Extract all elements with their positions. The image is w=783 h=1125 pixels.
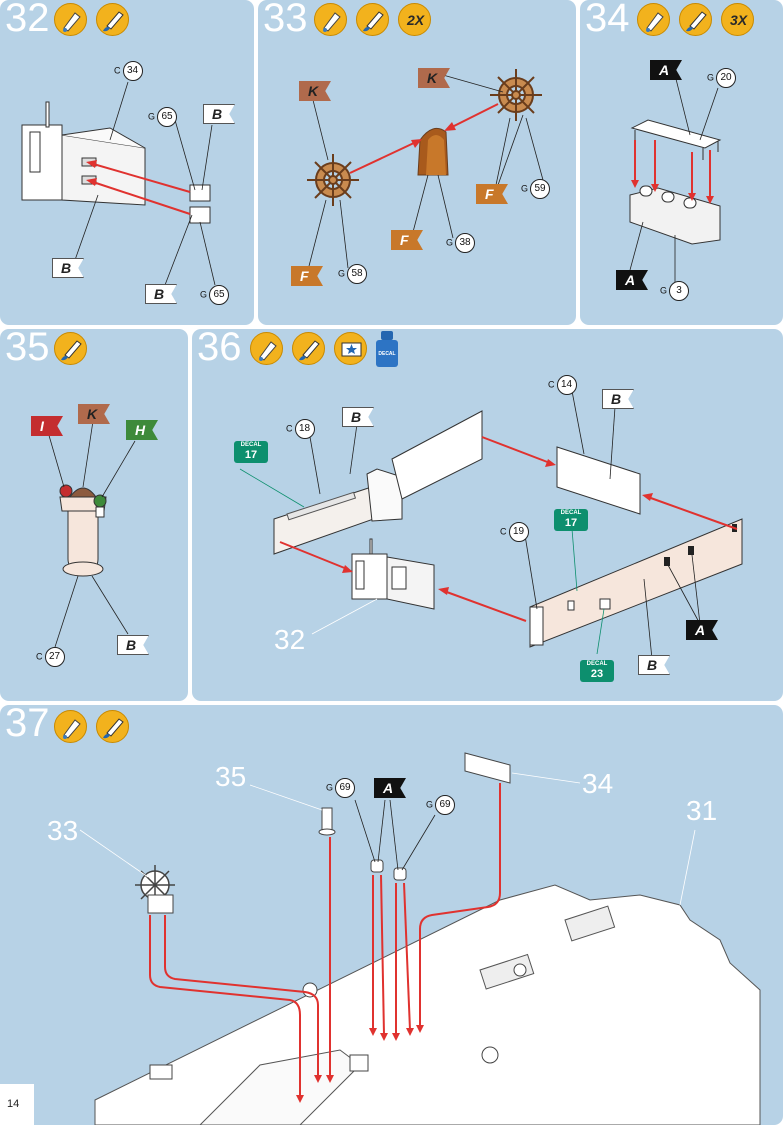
step-number: 34 <box>585 0 630 40</box>
paint-brush-icon <box>96 710 129 743</box>
glue-icon <box>250 332 283 365</box>
glue-icon <box>54 3 87 36</box>
step-34-panel: 34 3X A A <box>580 0 783 325</box>
decal-soft-bottle-icon: DECAL <box>376 331 398 367</box>
step-34-drawing <box>629 74 722 285</box>
callout-step-32: 32 <box>274 624 306 655</box>
paint-flag-h: H <box>126 420 158 440</box>
step-number: 33 <box>263 0 308 40</box>
paint-flag-b: B <box>342 407 374 427</box>
decal-icon <box>334 332 367 365</box>
step-number: 35 <box>5 329 50 369</box>
paint-flag-k: K <box>78 404 110 424</box>
callout-step-33: 33 <box>47 815 79 846</box>
paint-flag-f: F <box>476 184 508 204</box>
paint-brush-icon <box>96 3 129 36</box>
paint-brush-icon <box>356 3 389 36</box>
paint-flag-f: F <box>291 266 323 286</box>
paint-flag-a: A <box>616 270 648 290</box>
step-33-panel: 33 2X <box>258 0 576 325</box>
repeat-badge: 3X <box>721 3 754 36</box>
paint-brush-icon <box>292 332 325 365</box>
paint-flag-a: A <box>650 60 682 80</box>
glue-icon <box>637 3 670 36</box>
paint-flag-k: K <box>299 81 331 101</box>
paint-brush-icon <box>54 332 87 365</box>
step-36-drawing <box>239 390 743 660</box>
paint-flag-b: B <box>602 389 634 409</box>
step-33-drawing <box>307 69 544 271</box>
paint-flag-a: A <box>686 620 718 640</box>
paint-flag-f: F <box>391 230 423 250</box>
paint-brush-icon <box>679 3 712 36</box>
step-36-panel: 36 DECAL <box>192 329 783 701</box>
step-number: 36 <box>197 329 242 369</box>
paint-flag-k: K <box>418 68 450 88</box>
step-32-drawing <box>21 81 216 286</box>
paint-flag-a: A <box>374 778 406 798</box>
page-number: 14 <box>0 1084 34 1125</box>
step-37-drawing <box>79 752 761 1125</box>
step-number: 32 <box>5 0 50 40</box>
paint-flag-b: B <box>117 635 149 655</box>
step-number: 37 <box>5 705 50 745</box>
callout-part-31: 31 <box>686 795 718 826</box>
paint-flag-b: B <box>638 655 670 675</box>
glue-icon <box>314 3 347 36</box>
paint-flag-b: B <box>52 258 84 278</box>
paint-flag-b: B <box>145 284 177 304</box>
paint-flag-i: I <box>31 416 63 436</box>
repeat-badge: 2X <box>398 3 431 36</box>
glue-icon <box>54 710 87 743</box>
step-37-panel: 37 <box>0 705 783 1125</box>
paint-flag-b: B <box>203 104 235 124</box>
step-35-drawing <box>47 420 136 648</box>
callout-step-34: 34 <box>582 768 614 799</box>
callout-step-35: 35 <box>215 761 247 792</box>
